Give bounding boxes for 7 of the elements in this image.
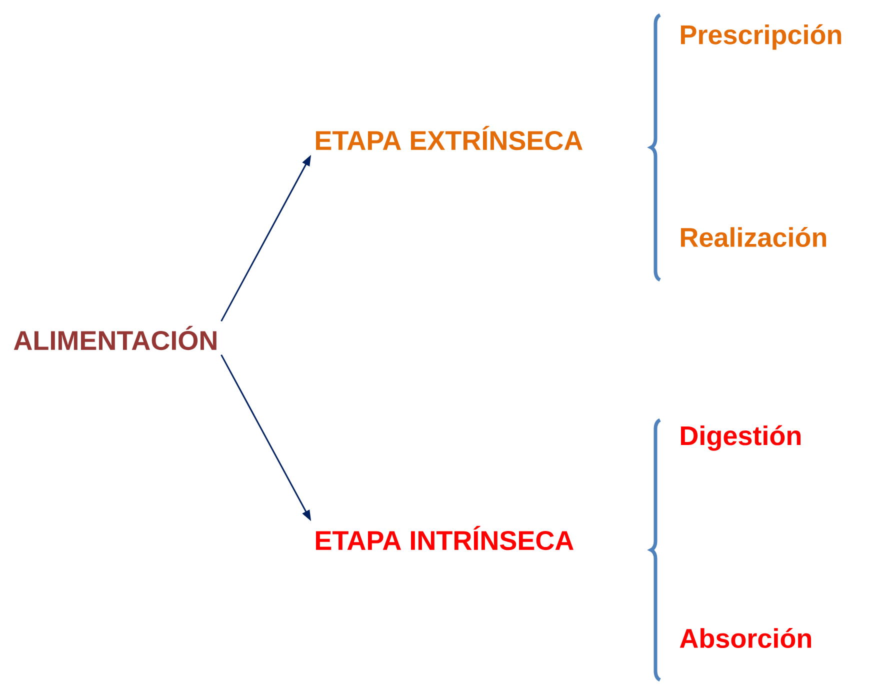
label-text: ALIMENTACIÓN <box>14 326 216 350</box>
label-text: Absorción <box>680 628 812 648</box>
label-text: Prescripción <box>681 24 842 50</box>
label-text: Digestión <box>681 425 801 451</box>
label-text: ETAPA INTRÍNSECA <box>316 526 574 550</box>
label-text: Realización <box>681 226 826 248</box>
label-text: ETAPA EXTRÍNSECA <box>316 126 582 150</box>
